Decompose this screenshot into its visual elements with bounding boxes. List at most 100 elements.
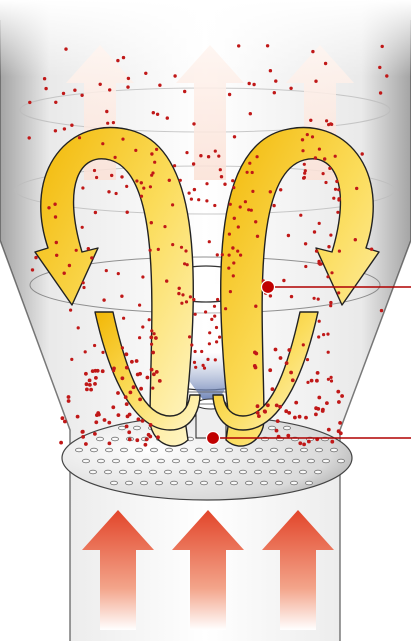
particle bbox=[318, 222, 321, 225]
particle bbox=[223, 183, 226, 186]
particle bbox=[279, 188, 282, 191]
particle bbox=[269, 294, 272, 297]
plate-hole bbox=[268, 426, 275, 430]
particle bbox=[68, 264, 71, 267]
particle bbox=[128, 438, 132, 442]
particle bbox=[213, 305, 216, 308]
particle bbox=[304, 169, 307, 172]
plate-hole bbox=[150, 448, 157, 452]
particle bbox=[231, 179, 234, 182]
particle bbox=[232, 261, 235, 264]
particle bbox=[120, 295, 123, 298]
particle bbox=[121, 138, 124, 141]
particle bbox=[153, 161, 156, 164]
particle bbox=[125, 425, 129, 429]
particle bbox=[338, 421, 342, 425]
particle bbox=[385, 74, 388, 77]
particle bbox=[150, 174, 153, 177]
particle bbox=[142, 187, 145, 190]
particle bbox=[101, 142, 104, 145]
particle bbox=[193, 188, 196, 191]
plate-hole bbox=[270, 448, 277, 452]
plate-hole bbox=[284, 470, 291, 474]
particle bbox=[276, 419, 280, 423]
particle bbox=[149, 336, 153, 340]
particle bbox=[279, 356, 283, 360]
particle bbox=[303, 163, 306, 166]
upper-callout-dot bbox=[262, 281, 275, 294]
particle bbox=[289, 87, 292, 90]
particle bbox=[139, 387, 143, 391]
particle bbox=[311, 135, 314, 138]
particle bbox=[268, 368, 272, 372]
plate-hole bbox=[307, 459, 314, 463]
particle bbox=[336, 211, 339, 214]
particle bbox=[246, 171, 249, 174]
particle bbox=[129, 391, 133, 395]
particle bbox=[163, 225, 166, 228]
plate-hole bbox=[195, 448, 202, 452]
particle bbox=[125, 366, 129, 370]
particle bbox=[304, 242, 307, 245]
plate-hole bbox=[300, 448, 307, 452]
plate-hole bbox=[105, 448, 112, 452]
particle bbox=[158, 84, 161, 87]
particle bbox=[141, 275, 144, 278]
particle bbox=[124, 395, 128, 399]
particle bbox=[180, 246, 183, 249]
particle bbox=[310, 379, 314, 383]
particle bbox=[91, 369, 95, 373]
particle bbox=[256, 235, 259, 238]
particle bbox=[70, 358, 73, 361]
particle bbox=[339, 431, 343, 435]
particle bbox=[69, 309, 72, 312]
particle bbox=[269, 69, 272, 72]
particle bbox=[355, 187, 358, 190]
particle bbox=[154, 336, 158, 340]
particle bbox=[81, 435, 85, 439]
particle bbox=[228, 233, 231, 236]
particle bbox=[381, 45, 384, 48]
particle bbox=[236, 250, 239, 253]
particle bbox=[149, 249, 152, 252]
particle bbox=[329, 234, 332, 237]
particle bbox=[183, 262, 186, 265]
plate-hole bbox=[134, 470, 141, 474]
particle bbox=[96, 411, 100, 415]
particle bbox=[126, 85, 129, 88]
particle bbox=[233, 217, 236, 220]
particle bbox=[306, 133, 309, 136]
particle bbox=[340, 394, 344, 398]
particle bbox=[285, 361, 289, 365]
plate-hole bbox=[217, 459, 224, 463]
particle bbox=[251, 171, 254, 174]
plate-hole bbox=[322, 459, 329, 463]
particle bbox=[323, 157, 326, 160]
particle bbox=[335, 180, 338, 183]
particle bbox=[313, 297, 316, 300]
particle bbox=[216, 298, 219, 301]
particle bbox=[379, 91, 382, 94]
particle bbox=[298, 415, 302, 419]
particle bbox=[77, 326, 80, 329]
plate-hole bbox=[239, 470, 246, 474]
plate-hole bbox=[170, 481, 177, 485]
particle bbox=[64, 47, 67, 50]
particle bbox=[99, 83, 102, 86]
particle bbox=[188, 192, 191, 195]
particle bbox=[110, 174, 113, 177]
particle bbox=[73, 89, 76, 92]
particle bbox=[78, 136, 81, 139]
particle bbox=[334, 155, 337, 158]
particle bbox=[177, 292, 180, 295]
particle bbox=[151, 351, 155, 355]
particle bbox=[229, 290, 232, 293]
particle bbox=[117, 272, 120, 275]
plate-hole bbox=[330, 448, 337, 452]
particle bbox=[82, 281, 85, 284]
particle bbox=[125, 352, 129, 356]
lower-callout-dot bbox=[207, 432, 220, 445]
particle bbox=[326, 275, 329, 278]
particle bbox=[114, 156, 117, 159]
